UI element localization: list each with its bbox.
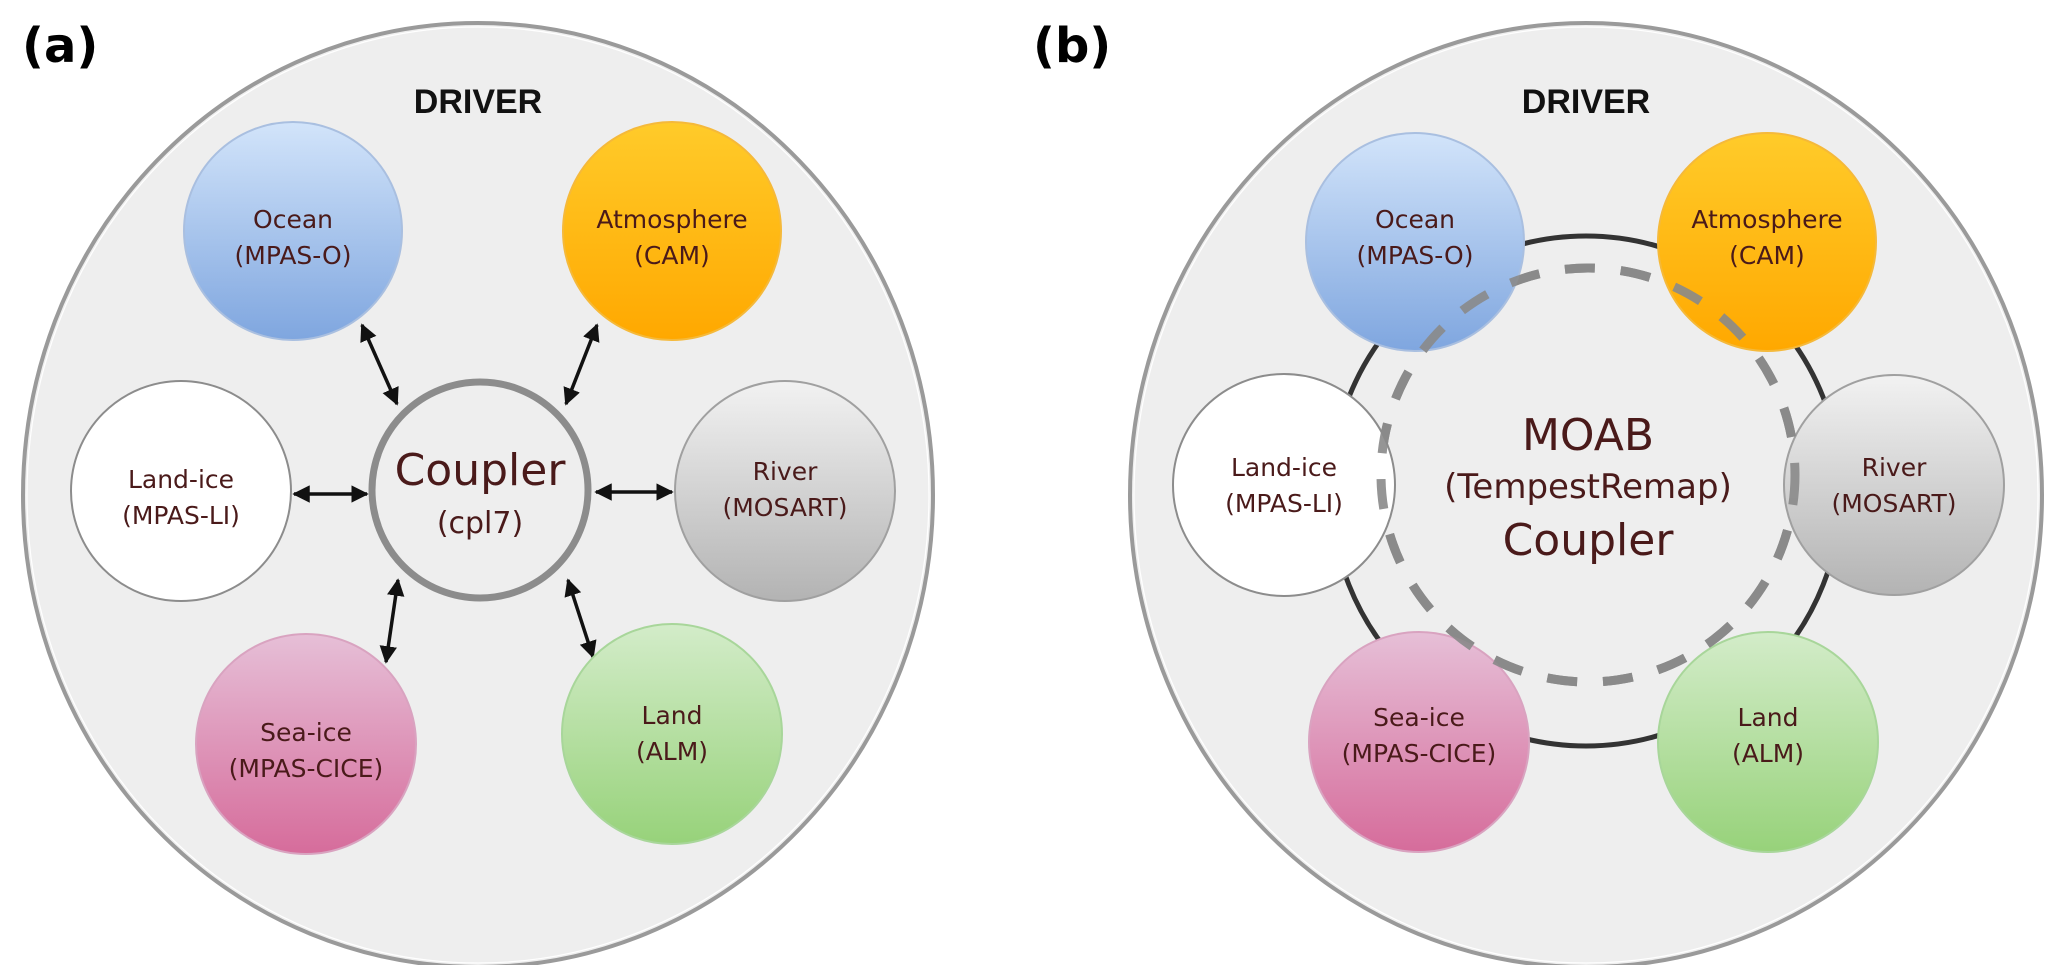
connections-a [292,323,674,664]
component-land-ice-b: Land-ice (MPAS-LI) [1172,373,1396,597]
component-circle [1305,132,1525,352]
arrow-ocean-coupler [360,323,399,406]
component-model: (MPAS-O) [235,241,352,270]
component-land-ice-a: Land-ice (MPAS-LI) [70,380,292,602]
component-name: Ocean [253,205,333,234]
coupler-b-line3: Coupler [1503,515,1675,566]
component-circle [674,380,896,602]
component-model: (MOSART) [722,493,847,522]
component-atmosphere-b: Atmosphere (CAM) [1657,132,1877,352]
component-model: (ALM) [636,737,708,766]
component-model: (MPAS-CICE) [1342,739,1497,768]
coupler-b-line2: (TempestRemap) [1444,467,1732,507]
component-model: (CAM) [1729,241,1805,270]
component-circle [1657,631,1879,853]
arrow-sea-ice-coupler [379,578,405,664]
component-circle [1172,373,1396,597]
component-circle [1657,132,1877,352]
component-model: (MPAS-CICE) [229,754,384,783]
component-land-b: Land (ALM) [1657,631,1879,853]
coupler-b-line1: MOAB [1522,410,1654,461]
component-land-a: Land (ALM) [561,623,783,845]
component-ocean-a: Ocean (MPAS-O) [183,121,403,341]
driver-boundary-b-inner [1133,26,2039,964]
component-name: Land-ice [1231,453,1337,482]
component-river-a: River (MOSART) [674,380,896,602]
component-circle [1783,374,2005,596]
driver-label-b: DRIVER [1522,83,1650,121]
component-atmosphere-a: Atmosphere (CAM) [562,121,782,341]
coupling-ring-dashed-overlay [1376,263,1800,687]
component-circle [195,633,417,855]
panel-b-label: (b) [1033,18,1111,74]
component-circle [70,380,292,602]
arrow-land-coupler [564,578,597,659]
component-model: (MOSART) [1831,489,1956,518]
component-name: River [753,457,818,486]
component-name: Sea-ice [1373,703,1465,732]
coupler-a [368,378,592,602]
component-model: (CAM) [634,241,710,270]
arrow-atmosphere-coupler [563,323,600,406]
coupler-a-title: Coupler [395,445,567,496]
coupler-a-subtitle: (cpl7) [437,506,523,541]
driver-boundary-a-inner [26,26,930,964]
component-model: (MPAS-LI) [122,501,240,530]
component-name: Land-ice [128,465,234,494]
component-name: Land [642,701,703,730]
component-ocean-b: Ocean (MPAS-O) [1305,132,1525,352]
component-name: River [1862,453,1927,482]
component-model: (MPAS-O) [1357,241,1474,270]
component-model: (MPAS-LI) [1225,489,1343,518]
component-name: Atmosphere [596,205,747,234]
component-sea-ice-a: Sea-ice (MPAS-CICE) [195,633,417,855]
panel-a-label: (a) [22,18,98,74]
component-circle [183,121,403,341]
component-circle [561,623,783,845]
component-name: Sea-ice [260,718,352,747]
component-river-b: River (MOSART) [1783,374,2005,596]
driver-label-a: DRIVER [414,83,542,121]
component-circle [562,121,782,341]
component-circle [1308,631,1530,853]
component-name: Ocean [1375,205,1455,234]
component-name: Atmosphere [1691,205,1842,234]
component-name: Land [1738,703,1799,732]
component-model: (ALM) [1732,739,1804,768]
component-sea-ice-b: Sea-ice (MPAS-CICE) [1308,631,1530,853]
panel-a: (a) DRIVER Coupler (cpl7) Ocean (MPAS-O)… [21,18,935,965]
panel-b: (b) DRIVER MOAB (TempestRemap) Coupler O… [1033,18,2044,965]
